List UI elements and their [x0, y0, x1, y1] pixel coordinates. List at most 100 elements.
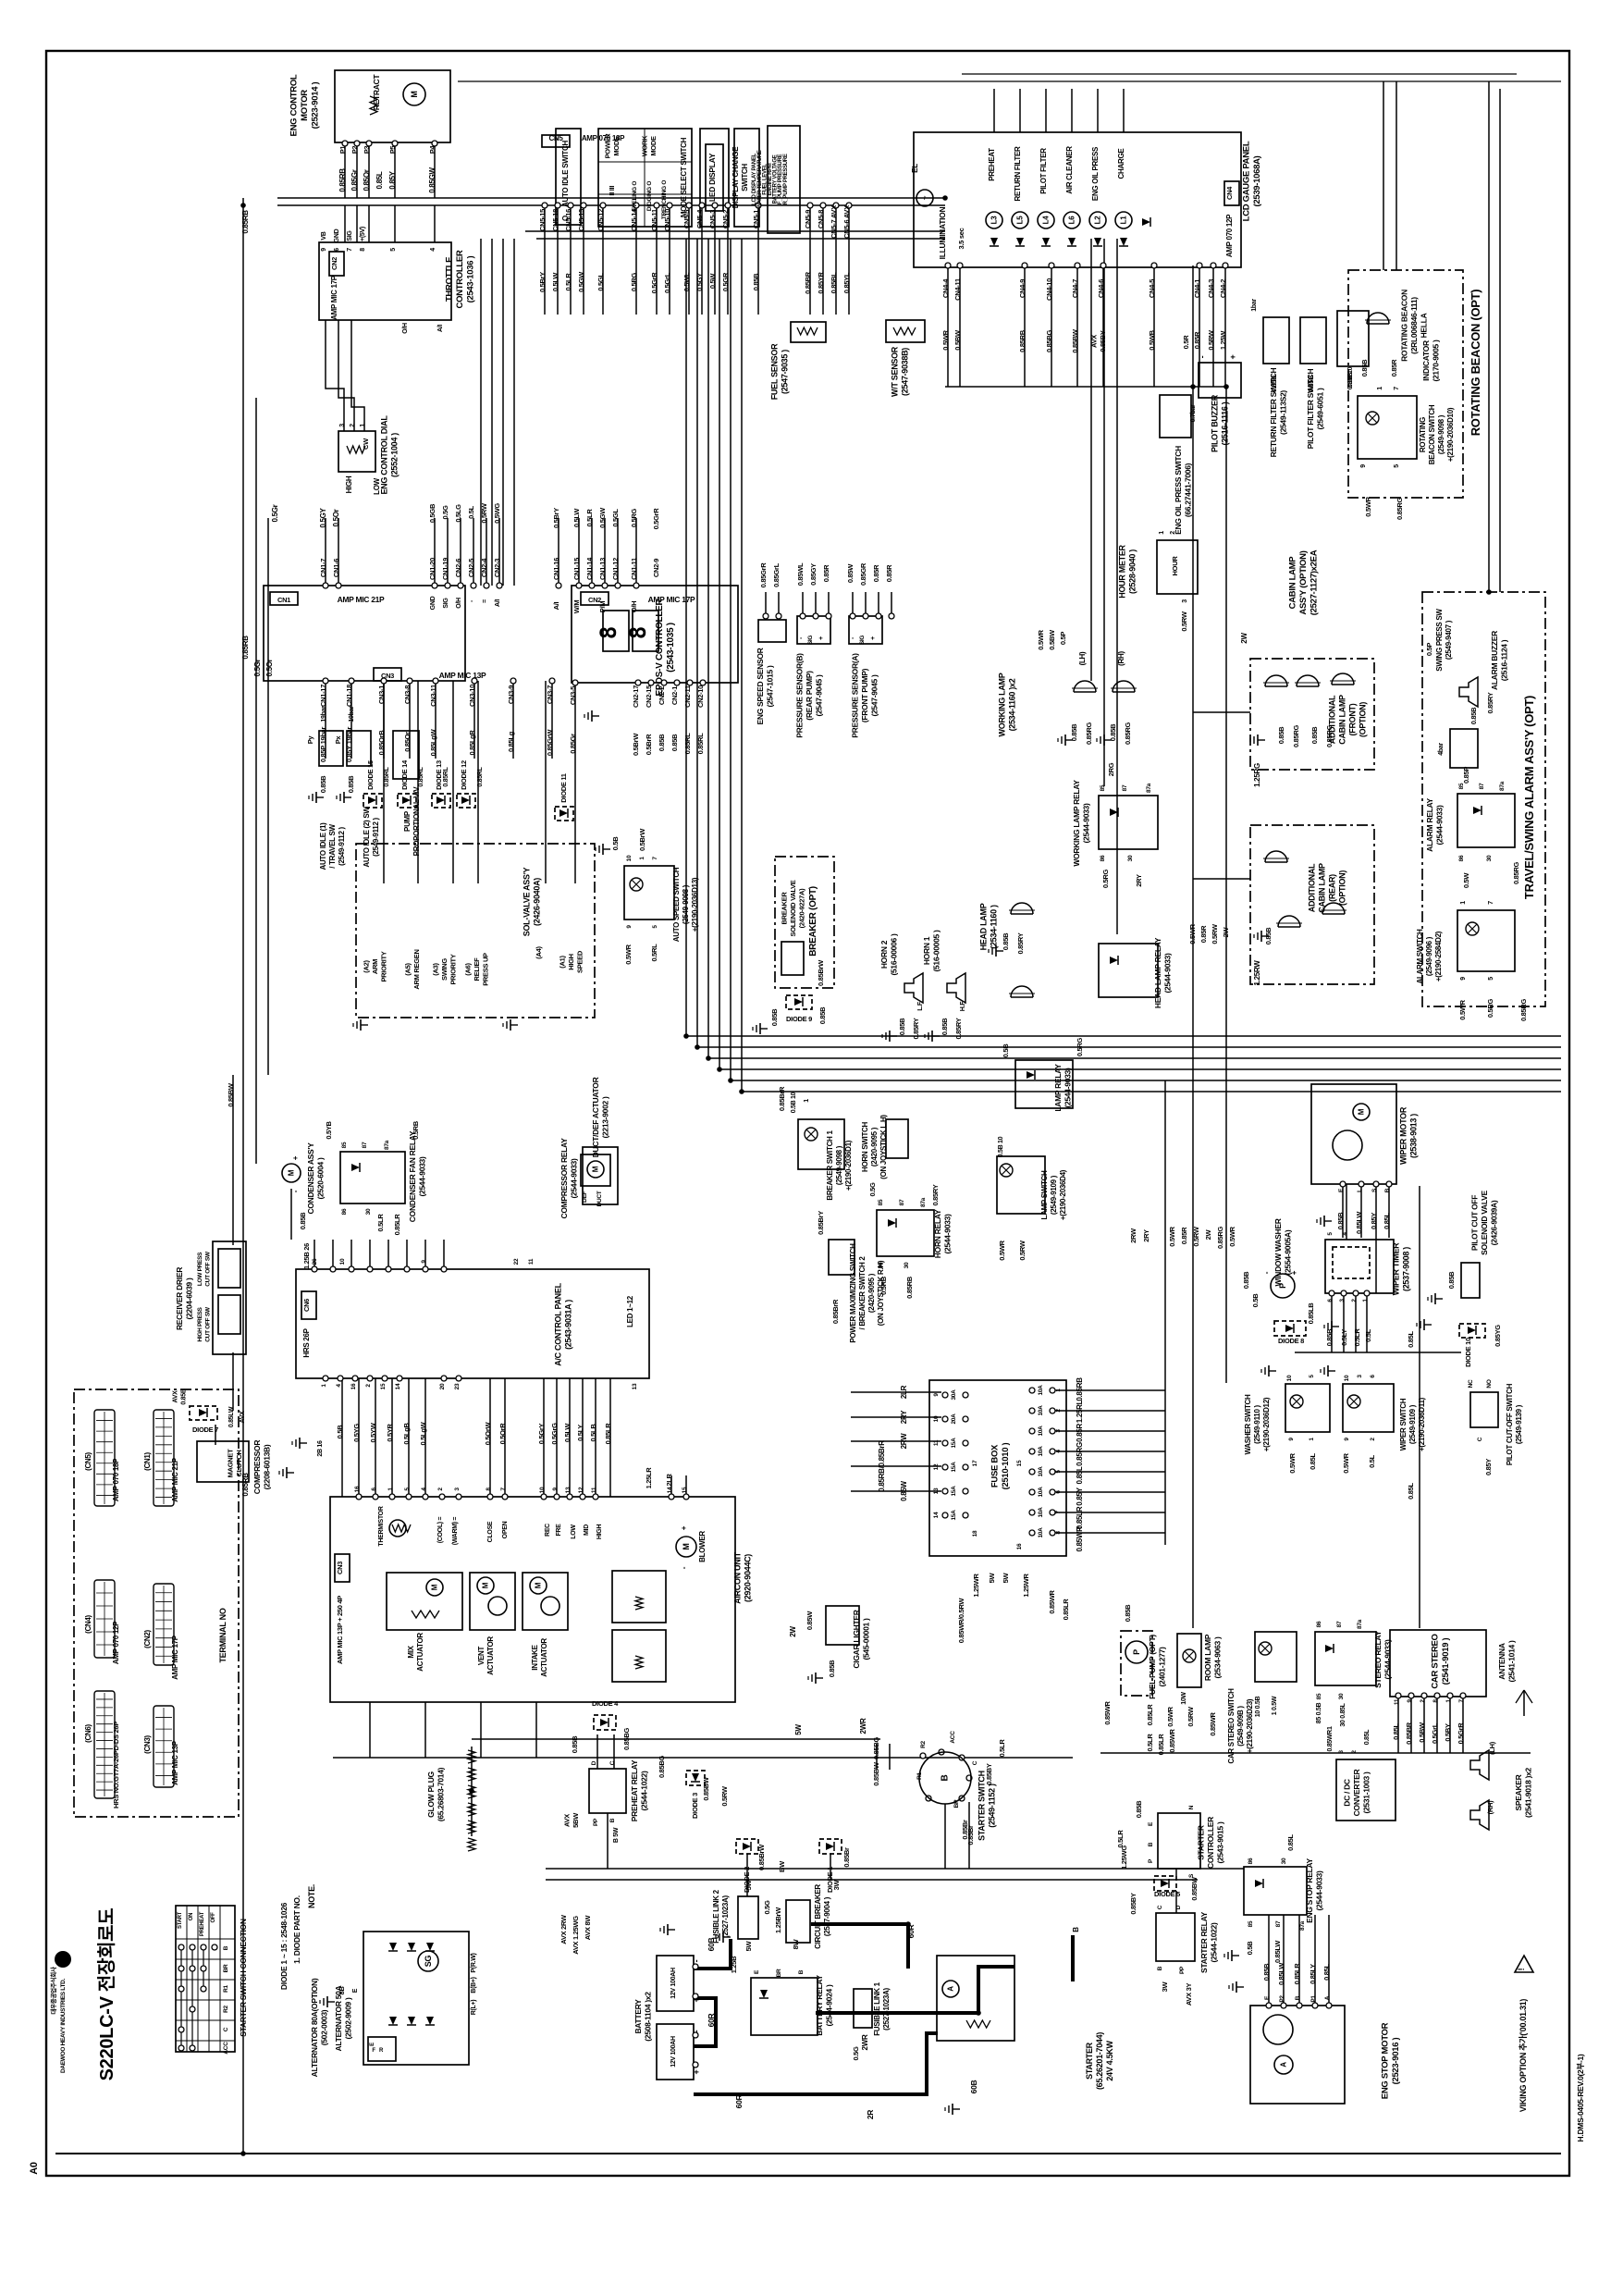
label: 1 [360, 424, 366, 427]
breaker-switch-1 [797, 1118, 845, 1170]
terminal-table [73, 1389, 240, 1818]
resistor-icon [465, 1767, 478, 1782]
note: DIODE 1 ~ 15 : 2548-1026 [279, 1902, 289, 1990]
label: 0.5B [1246, 1941, 1254, 1956]
pin [440, 1265, 448, 1273]
battery-1 [656, 1955, 695, 2012]
diode11-box [554, 806, 574, 821]
label: 0.85RB [1076, 1377, 1084, 1401]
pin [422, 1265, 429, 1273]
breaker-opt [774, 856, 835, 989]
label: 3 [339, 424, 346, 427]
label: CN5-16 [564, 209, 572, 231]
label: AMP MIC 17P [171, 1635, 179, 1680]
fuel-pump [1120, 1630, 1153, 1697]
dome-lamp-icon [1366, 312, 1390, 325]
label: 5 [1488, 977, 1494, 981]
return-filter-switch [1262, 316, 1290, 364]
pin [381, 1375, 388, 1382]
label: 85 [1100, 784, 1106, 791]
lbl: GLOW PLUG(65.26803-7014) [426, 1767, 446, 1821]
wt-sensor [885, 319, 926, 343]
label: 0.85RB [1018, 329, 1027, 352]
pin [653, 202, 660, 209]
label: CN4-4 [941, 278, 950, 298]
pin [1028, 1387, 1036, 1394]
M-glyph: M [288, 1169, 296, 1176]
P-glyph: P [1278, 1283, 1287, 1289]
label: 0.5YG [352, 1424, 361, 1442]
lamp-icon [629, 877, 644, 892]
pin [455, 1375, 462, 1382]
label: REC [545, 1524, 551, 1537]
label: 10 [933, 1415, 940, 1422]
connector-pictogram [93, 1690, 116, 1799]
horn-speaker-icon [946, 971, 966, 1005]
pin [660, 679, 668, 686]
pin [1049, 1509, 1056, 1516]
label: AMP 070 12P [1225, 214, 1234, 257]
M-glyph: M [535, 1582, 543, 1588]
lbl: WIPER SWITCH(2549-9109 )+(2190-2036D11) [1399, 1397, 1426, 1451]
pin [431, 140, 438, 147]
circuit-breaker [785, 1899, 811, 1944]
label: CN1-11 [630, 558, 638, 580]
label: 0.85B [347, 775, 355, 793]
label: 0.85L [1309, 1452, 1317, 1469]
dome-lamp-icon [1331, 673, 1355, 685]
A-circle [941, 1980, 960, 1998]
label: 0.85BY [985, 1763, 993, 1785]
pin [366, 1265, 374, 1273]
pin [1339, 1180, 1346, 1188]
pin [575, 582, 583, 589]
pin [962, 1391, 969, 1399]
label: 0.5RW [480, 502, 488, 524]
pin [941, 1463, 949, 1471]
label: 0.5LgB [402, 1423, 411, 1445]
label: DIODE 4 [592, 1699, 619, 1708]
label: CN3-11 [429, 685, 437, 707]
label: 15A [951, 1486, 957, 1497]
receiver-drier [212, 1241, 247, 1355]
label: 0.85GrR [759, 562, 768, 588]
label: 10A [1038, 1487, 1044, 1498]
high-press-sw [217, 1294, 241, 1335]
label: 0.85L [1322, 1963, 1331, 1980]
A-glyph: A [947, 1986, 955, 1992]
label: F [372, 2048, 375, 2054]
label: 0.5G [868, 1182, 877, 1197]
label: 0.5RW [1187, 1706, 1195, 1727]
label: BR [776, 1969, 782, 1977]
label: 0.5GrR [650, 272, 658, 294]
lamp-icon [1258, 1641, 1273, 1656]
label: 0.5WR [1342, 1452, 1350, 1473]
B-circle [918, 1751, 972, 1805]
label: 0.5GY [319, 507, 327, 527]
label: 1 [1362, 1299, 1369, 1302]
diode12-box [456, 793, 476, 809]
lbl: PILOT CUT OFFSOLENOID VALVE(2426-9039A) [1470, 1191, 1499, 1255]
diode-icon [436, 796, 446, 805]
pin [614, 582, 621, 589]
pin [1433, 1692, 1441, 1699]
label: DIODE 13 [435, 760, 443, 790]
lbl: ENG SPEED SENSOR(2547-1015 ) [756, 648, 775, 724]
pin [1049, 1387, 1056, 1394]
label: I II III [608, 186, 616, 199]
label: 2RW [1129, 1228, 1137, 1243]
label: 0.85RG [1512, 862, 1520, 885]
lbl: CAR STEREO SWITCH(2549-909B )+(2190-2036… [1227, 1688, 1254, 1764]
label: 4 [1342, 1232, 1348, 1236]
label: 0.85GW [428, 167, 436, 192]
label: 0.5GY [695, 273, 704, 291]
cn2b-tag [580, 591, 609, 606]
pin [588, 582, 596, 589]
diode-icon [1093, 238, 1102, 247]
dome-lamp-icon [1010, 985, 1034, 998]
label: 0.85RY [912, 1018, 920, 1039]
seg-box-2 [632, 610, 659, 652]
auto-idle-py [318, 730, 344, 767]
label: 2 [1351, 1750, 1358, 1754]
label: 0.85GrW [546, 729, 554, 757]
